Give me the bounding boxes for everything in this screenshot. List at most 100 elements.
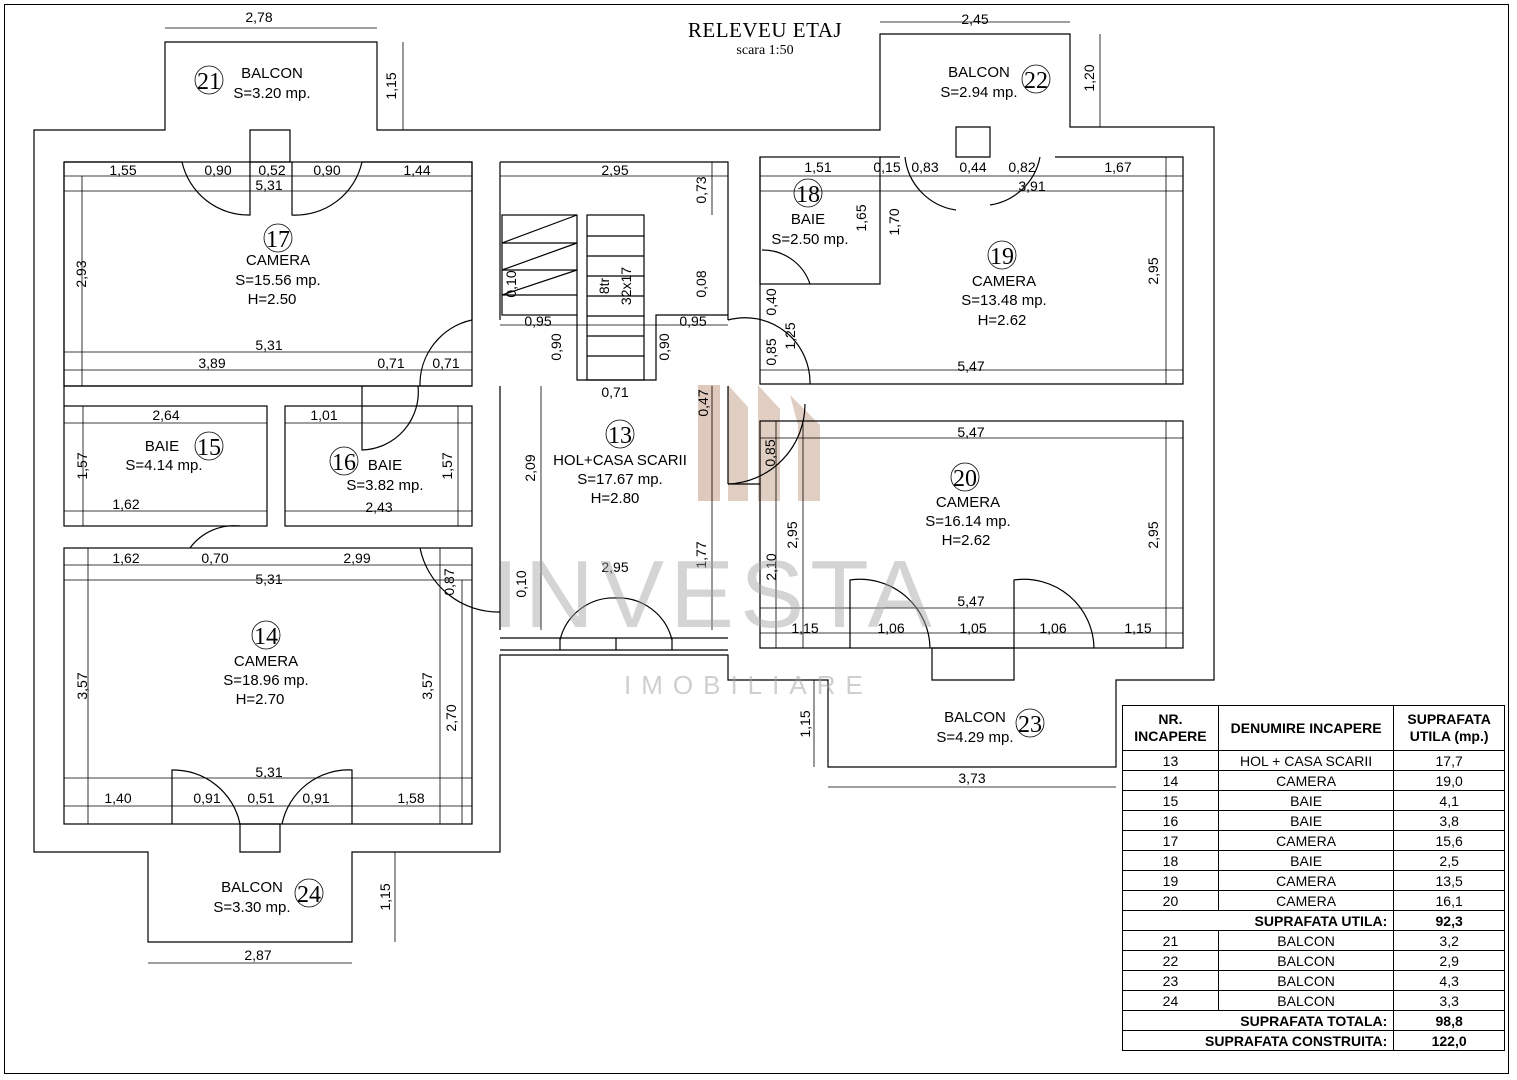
dim-label: 2,95 — [1145, 257, 1161, 284]
outer-wall — [33, 33, 1215, 943]
room-area: S=15.56 mp. — [235, 272, 320, 289]
dim-label: 1,40 — [104, 790, 131, 806]
dim-label: 1,67 — [1104, 159, 1131, 175]
dim-label: 5,47 — [957, 593, 984, 609]
dim-label: 1,15 — [383, 72, 399, 99]
room-number: 24 — [297, 882, 321, 908]
room-13: 13 HOL+CASA SCARII S=17.67 mp. H=2.80 — [553, 419, 687, 507]
dim-label: 0,47 — [695, 389, 711, 416]
dim-label: 0,91 — [302, 790, 329, 806]
room-area: S=3.82 mp. — [346, 477, 423, 494]
dim-label: 1,15 — [1124, 620, 1151, 636]
dim-label: 0,90 — [656, 333, 672, 360]
stairs-steps-label: 8tr — [596, 277, 612, 294]
built-row: SUPRAFATA CONSTRUITA:122,0 — [1121, 1030, 1505, 1051]
dim-label: 2,64 — [152, 407, 179, 423]
dim-label: 1,20 — [1081, 64, 1097, 91]
room-name: BAIE — [368, 457, 402, 474]
room-height: H=2.62 — [942, 532, 991, 549]
header-nr: NR. INCAPERE — [1122, 705, 1219, 751]
dim-label: 2,10 — [763, 553, 779, 580]
room-18: 18 BAIE S=2.50 mp. — [771, 178, 849, 248]
dim-label: 0,51 — [247, 790, 274, 806]
header-name: DENUMIRE INCAPERE — [1217, 705, 1395, 751]
dim-label: 3,73 — [958, 770, 985, 786]
room-height: H=2.80 — [591, 490, 640, 507]
room-20: 20 CAMERA S=16.14 mp. H=2.62 — [925, 462, 1011, 549]
dim-label: 3,57 — [74, 672, 90, 699]
dim-label: 1,70 — [886, 208, 902, 235]
room-area: S=2.94 mp. — [940, 84, 1017, 101]
room-area: S=13.48 mp. — [961, 292, 1046, 309]
dim-label: 1,51 — [804, 159, 831, 175]
dim-label: 2,78 — [245, 9, 272, 25]
dim-label: 2,95 — [784, 521, 800, 548]
dim-label: 0,95 — [679, 313, 706, 329]
dim-label: 0,71 — [432, 355, 459, 371]
area-table-header: NR. INCAPERE DENUMIRE INCAPERE SUPRAFATA… — [1122, 705, 1505, 751]
dim-label: 0,71 — [601, 384, 628, 400]
dim-label: 1,77 — [693, 541, 709, 568]
dim-label: 2,87 — [244, 947, 271, 963]
room-number: 15 — [197, 435, 221, 461]
dim-label: 0,83 — [911, 159, 938, 175]
dim-label: 5,31 — [255, 337, 282, 353]
room-name: CAMERA — [246, 252, 310, 269]
room-16: 16 BAIE S=3.82 mp. — [329, 446, 424, 494]
room-height: H=2.70 — [236, 691, 285, 708]
dim-label: 1,55 — [109, 162, 136, 178]
total-row: SUPRAFATA TOTALA:98,8 — [1121, 1010, 1505, 1031]
dim-label: 2,70 — [443, 704, 459, 731]
dim-label: 2,45 — [961, 11, 988, 27]
dim-label: 1,57 — [74, 452, 90, 479]
dim-label: 1,15 — [791, 620, 818, 636]
dim-label: 0,52 — [258, 162, 285, 178]
room-number: 22 — [1024, 68, 1048, 94]
investa-logo-icon — [698, 385, 820, 501]
dim-label: 0,85 — [763, 338, 779, 365]
room-number: 13 — [608, 423, 632, 449]
room-name: CAMERA — [936, 494, 1000, 511]
room-number: 19 — [990, 244, 1014, 270]
room-name: HOL+CASA SCARII — [553, 452, 687, 469]
dim-label: 0,87 — [441, 568, 457, 595]
watermark-sub: IMOBILIARE — [624, 670, 873, 700]
dim-label: 0,44 — [959, 159, 986, 175]
room-name: BALCON — [241, 65, 303, 82]
dim-label: 0,15 — [873, 159, 900, 175]
dim-label: 5,31 — [255, 177, 282, 193]
dim-label: 1,62 — [112, 496, 139, 512]
dim-label: 0,85 — [762, 439, 778, 466]
dim-label: 1,05 — [959, 620, 986, 636]
room-name: CAMERA — [234, 653, 298, 670]
dim-label: 0,90 — [313, 162, 340, 178]
room-15: 15 BAIE S=4.14 mp. — [125, 431, 224, 474]
dim-label: 1,44 — [403, 162, 430, 178]
plan-scale: scara 1:50 — [736, 43, 794, 58]
dim-label: 2,99 — [343, 550, 370, 566]
room-area: S=4.29 mp. — [936, 729, 1013, 746]
dim-label: 0,73 — [693, 176, 709, 203]
dim-label: 1,57 — [439, 452, 455, 479]
header-area: SUPRAFATA UTILA (mp.) — [1393, 705, 1505, 751]
dim-label: 1,58 — [397, 790, 424, 806]
room-name: CAMERA — [972, 273, 1036, 290]
dim-label: 5,31 — [255, 571, 282, 587]
room-24: 24 BALCON S=3.30 mp. — [213, 878, 324, 916]
dim-label: 0,71 — [377, 355, 404, 371]
dim-label: 2,95 — [601, 559, 628, 575]
dim-label: 0,10 — [503, 270, 519, 297]
dim-label: 1,65 — [853, 204, 869, 231]
dim-label: 2,43 — [365, 499, 392, 515]
room-23: 23 BALCON S=4.29 mp. — [936, 708, 1045, 746]
dim-label: 5,31 — [255, 764, 282, 780]
dim-label: 0,70 — [201, 550, 228, 566]
